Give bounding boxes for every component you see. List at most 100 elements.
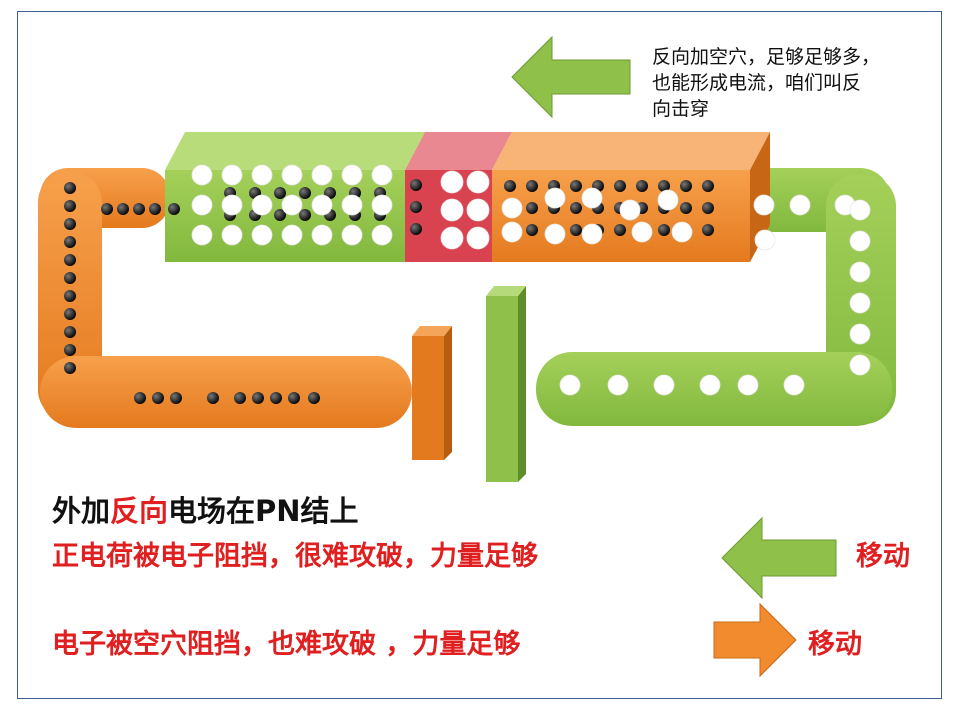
electron-dot (658, 180, 670, 192)
electron-dot (133, 203, 145, 215)
electron-dot (64, 236, 76, 248)
hole-dot (544, 223, 566, 245)
caption-line-2: 正电荷被电子阻挡，很难攻破，力量足够 (52, 541, 538, 572)
electron-dot (64, 326, 76, 338)
caption-prefix: 外加 (52, 494, 111, 528)
electron-dot (658, 224, 670, 236)
electron-dot (570, 224, 582, 236)
hole-dot (699, 374, 721, 396)
hole-dot (440, 198, 464, 222)
left-arrow-icon (721, 516, 837, 600)
electron-dot (526, 180, 538, 192)
electron-dot (64, 200, 76, 212)
electron-dot (636, 180, 648, 192)
electron-dot (64, 308, 76, 320)
hole-dot (251, 224, 273, 246)
hole-dot (221, 224, 243, 246)
p-region-block (165, 132, 425, 262)
hole-dot (849, 230, 871, 252)
electron-dot (64, 290, 76, 302)
left-arrow-icon (511, 35, 631, 119)
hole-dot (754, 229, 776, 251)
battery-positive-plate-icon (486, 286, 526, 482)
hole-dot (849, 199, 871, 221)
electron-dot (64, 182, 76, 194)
hole-dot (619, 199, 641, 221)
hole-dot (657, 189, 679, 211)
hole-dot (671, 221, 693, 243)
hole-dot (849, 292, 871, 314)
hole-dot (311, 164, 333, 186)
hole-dot (371, 224, 393, 246)
hole-dot (221, 164, 243, 186)
electron-dot (702, 180, 714, 192)
electron-dot (234, 392, 246, 404)
hole-dot (631, 221, 653, 243)
hole-dot (737, 374, 759, 396)
hole-dot (581, 223, 603, 245)
electron-dot (570, 180, 582, 192)
electron-dot (117, 203, 129, 215)
electron-dot (64, 272, 76, 284)
electron-dot (680, 202, 692, 214)
hole-dot (849, 323, 871, 345)
electron-dot (170, 392, 182, 404)
hole-dot (281, 164, 303, 186)
hole-dot (341, 224, 363, 246)
electron-dot (680, 180, 692, 192)
electron-dot (410, 223, 422, 235)
hole-dot (440, 170, 464, 194)
hole-dot (753, 194, 775, 216)
reverse-breakdown-note: 反向加空穴，足够足够多， 也能形成电流，咱们叫反 向击穿 (652, 46, 881, 120)
hole-dot (581, 187, 603, 209)
caption-highlight: 反向 (110, 494, 169, 528)
hole-dot (341, 194, 363, 216)
electron-dot (134, 392, 146, 404)
hole-dot (251, 194, 273, 216)
hole-dot (559, 374, 581, 396)
hole-dot (371, 194, 393, 216)
hole-dot (789, 194, 811, 216)
electron-dot (288, 392, 300, 404)
hole-dot (607, 374, 629, 396)
electron-dot (64, 344, 76, 356)
electron-dot (702, 224, 714, 236)
electron-dot (149, 203, 161, 215)
hole-dot (466, 198, 490, 222)
electron-dot (64, 362, 76, 374)
electron-dot (270, 392, 282, 404)
electron-dot (207, 392, 219, 404)
electron-dot (252, 392, 264, 404)
hole-dot (281, 194, 303, 216)
hole-dot (311, 194, 333, 216)
electron-dot (64, 254, 76, 266)
battery-negative-plate-icon (412, 326, 452, 460)
electron-dot (410, 179, 422, 191)
electron-dot (274, 209, 286, 221)
electron-dot (410, 201, 422, 213)
electron-dot (274, 187, 286, 199)
hole-dot (371, 164, 393, 186)
hole-dot (466, 226, 490, 250)
hole-dot (251, 164, 273, 186)
hole-dot (466, 170, 490, 194)
electron-dot (101, 203, 113, 215)
hole-dot (849, 354, 871, 376)
hole-dot (849, 261, 871, 283)
electron-dot (614, 180, 626, 192)
hole-dot (544, 187, 566, 209)
electron-dot (64, 218, 76, 230)
hole-dot (501, 221, 523, 243)
electron-dot (168, 203, 180, 215)
electron-dot (614, 224, 626, 236)
hole-dot (653, 374, 675, 396)
right-arrow-icon (713, 602, 797, 678)
hole-dot (191, 224, 213, 246)
hole-dot (440, 226, 464, 250)
hole-dot (221, 194, 243, 216)
hole-dot (311, 224, 333, 246)
electron-dot (308, 392, 320, 404)
electron-dot (299, 209, 311, 221)
hole-dot (783, 374, 805, 396)
hole-dot (191, 194, 213, 216)
